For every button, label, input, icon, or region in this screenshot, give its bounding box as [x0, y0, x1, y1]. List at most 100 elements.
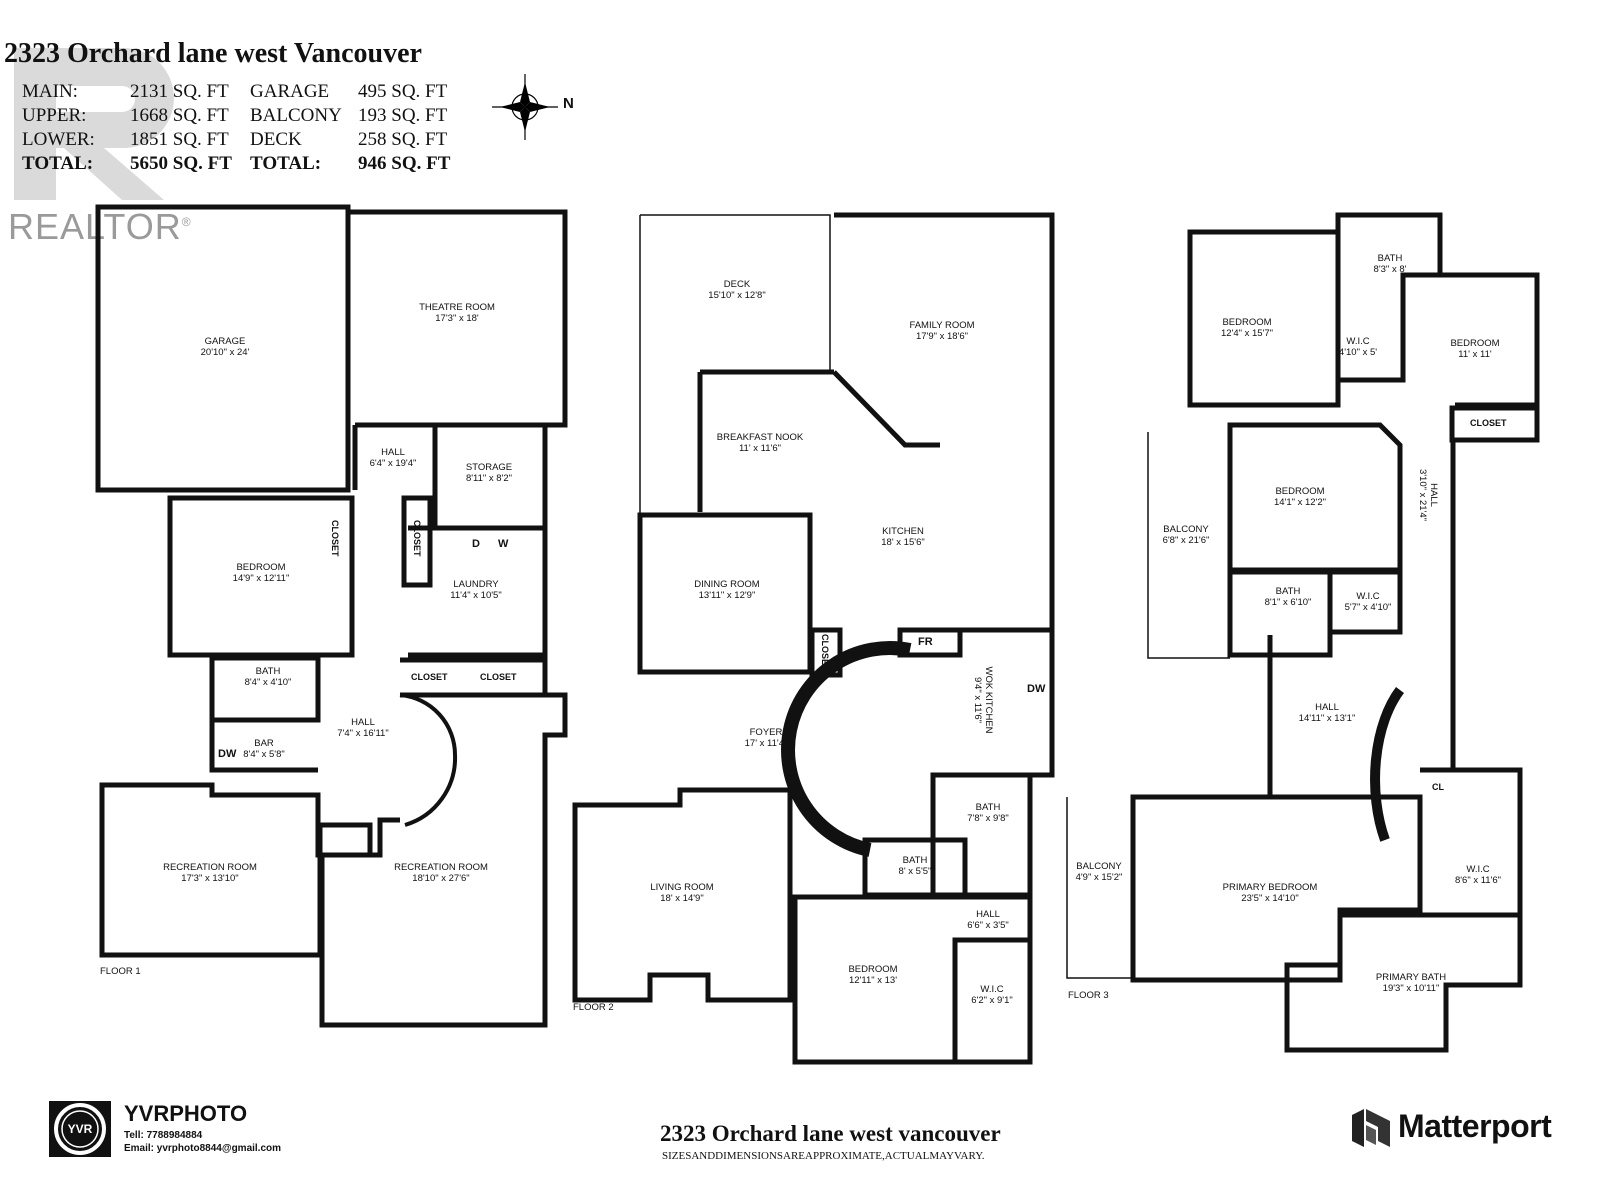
floor2-bath1-wall	[930, 772, 1033, 898]
closet-tag: CLOSET	[411, 672, 448, 682]
area-label: GARAGE	[250, 81, 330, 102]
floor2-closet-wall	[809, 627, 843, 678]
area-total-value: 946 SQ. FT	[358, 153, 451, 174]
floor3-bath3-wall	[1227, 569, 1333, 658]
floor2-deck-wall	[640, 214, 831, 372]
floor2-nook-wall	[697, 369, 940, 512]
realtor-logo-icon	[14, 48, 174, 200]
floor1-closet-wall	[401, 495, 433, 588]
floor3-pbath-wall	[1284, 912, 1523, 1053]
floor3-bedroom2-wall	[1403, 272, 1540, 408]
dryer-tag: D	[472, 538, 480, 550]
closet-tag: CL	[1432, 782, 1444, 792]
area-value: 258 SQ. FT	[358, 129, 448, 150]
area-total-label: TOTAL:	[250, 153, 322, 174]
floor1-rec2-wall	[319, 692, 568, 1028]
area-value: 1851 SQ. FT	[130, 129, 229, 150]
floor2-living-wall	[572, 787, 793, 1003]
area-value: 193 SQ. FT	[358, 105, 448, 126]
matterport-logo-icon	[1352, 1109, 1390, 1147]
floor1-label: FLOOR 1	[100, 966, 141, 977]
page-title: 2323 Orchard lane west Vancouver	[4, 38, 422, 69]
floor1-bedroom-wall	[167, 495, 355, 658]
area-label: MAIN:	[22, 81, 78, 102]
floor1-bath-wall	[209, 655, 321, 723]
area-value: 2131 SQ. FT	[130, 81, 229, 102]
floor1-laundry-wall	[408, 525, 548, 658]
floor3-closet-wall	[1449, 405, 1540, 443]
closet-tag: CLOSET	[480, 672, 517, 682]
dishwasher-tag: DW	[218, 748, 237, 760]
dishwasher-tag: DW	[1027, 683, 1046, 695]
floor1-bar-wall	[209, 720, 318, 773]
fireplace-tag: FR	[918, 636, 933, 648]
closet-tag: CLOSET	[330, 520, 340, 557]
floor3-bedroom1-wall	[1187, 229, 1341, 408]
floor3-wic2-wall	[1330, 569, 1403, 635]
floor2-family-wall	[834, 212, 1055, 633]
closet-tag: CLOSET	[820, 634, 830, 671]
area-label: UPPER:	[22, 105, 87, 126]
floor2-stair	[781, 641, 912, 857]
area-total-value: 5650 SQ. FT	[130, 153, 232, 174]
area-value: 1668 SQ. FT	[130, 105, 229, 126]
yvr-logo-text: YVR	[68, 1122, 93, 1136]
area-label: BALCONY	[250, 105, 342, 126]
floor3-hall-wall	[1267, 440, 1456, 795]
matterport-brand: Matterport	[1398, 1108, 1552, 1144]
floor3-stair	[1370, 686, 1405, 842]
area-total-label: TOTAL:	[22, 153, 94, 174]
compass-icon	[492, 74, 558, 140]
floor3-bedroom3-wall	[1227, 422, 1403, 573]
floor2-label: FLOOR 2	[573, 1002, 614, 1013]
washer-tag: W	[498, 538, 509, 550]
photographer-tel: Tell: 7788984884	[124, 1130, 203, 1141]
photographer-name: YVRPHOTO	[124, 1101, 248, 1126]
closet-tag: CLOSET	[1470, 418, 1507, 428]
closet-tag: CLOSET	[412, 520, 422, 557]
floor1-garage-wall	[95, 204, 351, 493]
yvrphoto-logo-icon: YVR	[49, 1101, 111, 1157]
realtor-watermark: REALTOR®	[8, 206, 192, 247]
floor2-wic-wall	[952, 937, 1033, 1065]
floor3-label: FLOOR 3	[1068, 990, 1109, 1001]
floor3-balcony1-wall	[1147, 432, 1230, 659]
area-value: 495 SQ. FT	[358, 81, 448, 102]
footer-title: 2323 Orchard lane west vancouver	[660, 1121, 1001, 1146]
